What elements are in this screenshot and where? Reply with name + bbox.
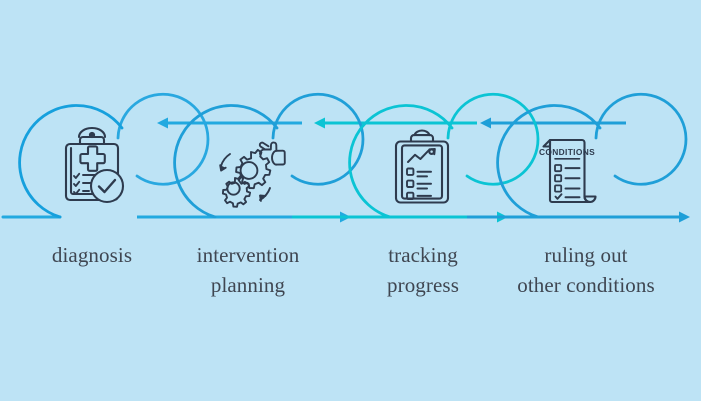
intervention-inner-ring <box>271 92 365 186</box>
step-intervention-planning[interactable] <box>173 92 365 219</box>
forward-arrow-group <box>1 211 690 223</box>
conditions-inner-ring <box>594 92 688 186</box>
intervention-outer-ring <box>173 104 279 219</box>
step-diagnosis[interactable] <box>18 92 210 219</box>
return-arrow-1-head <box>157 117 168 129</box>
conditions-document-icon <box>537 138 597 204</box>
return-arrow-group <box>157 117 626 129</box>
return-arrow-1 <box>157 117 302 129</box>
diagnosis-inner-ring <box>116 92 210 186</box>
return-arrow-2-head <box>314 117 325 129</box>
forward-arrow-3 <box>467 211 690 223</box>
step-label-ruling-out-other-conditions: ruling out other conditions <box>517 243 655 298</box>
return-arrow-3 <box>480 117 626 129</box>
return-arrow-3-head <box>480 117 491 129</box>
forward-arrow-3-head <box>679 211 690 223</box>
step-ruling-out-other-conditions[interactable] <box>496 92 688 219</box>
tracking-outer-ring <box>348 104 454 219</box>
step-label-intervention-planning: intervention planning <box>196 243 300 298</box>
step-label-diagnosis: diagnosis <box>51 243 133 267</box>
step-label-tracking-progress: tracking progress <box>387 243 459 298</box>
diagnosis-outer-ring <box>18 104 124 219</box>
tracking-inner-ring <box>446 92 540 186</box>
gears-hand-icon <box>219 141 286 208</box>
clipboard-chart-icon <box>394 129 450 204</box>
clipboard-medical-check-icon <box>64 126 125 204</box>
conditions-outer-ring <box>496 104 602 219</box>
